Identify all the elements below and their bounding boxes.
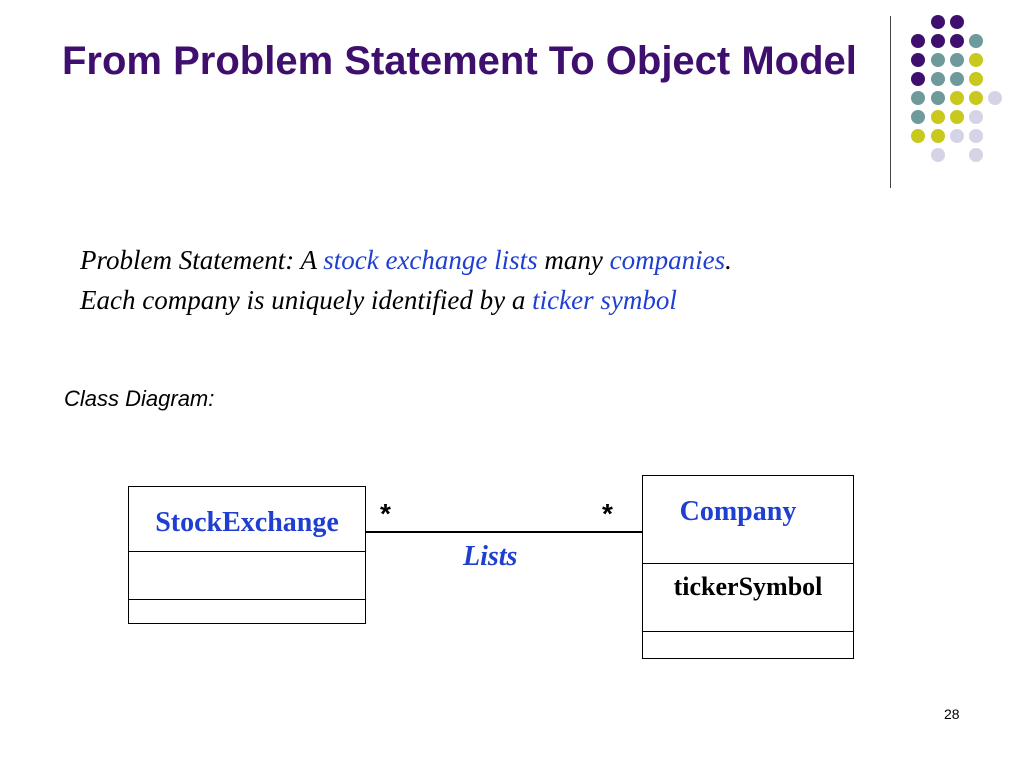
statement-period: .	[725, 245, 732, 275]
highlight-stock-exchange-lists: stock exchange lists	[323, 245, 538, 275]
problem-statement: Problem Statement: A stock exchange list…	[80, 240, 960, 320]
decorative-dot	[950, 91, 964, 105]
title-divider-line	[890, 16, 891, 188]
company-attribute-ticker-symbol: tickerSymbol	[673, 572, 823, 601]
company-attribute-divider	[643, 563, 853, 564]
statement-line2-text: Each company is uniquely identified by a	[80, 285, 533, 315]
left-multiplicity: *	[380, 498, 391, 529]
association-name: Lists	[463, 541, 518, 572]
right-multiplicity: *	[602, 498, 613, 529]
decorative-dot	[969, 34, 983, 48]
decorative-dot	[950, 34, 964, 48]
statement-prefix: Problem Statement: A	[80, 245, 324, 275]
decorative-dot	[911, 53, 925, 67]
decorative-dot	[911, 34, 925, 48]
decorative-dot	[931, 148, 945, 162]
class-diagram-label: Class Diagram:	[64, 386, 215, 411]
statement-line-2: Each company is uniquely identified by a…	[80, 280, 960, 320]
stock-exchange-attribute-divider	[129, 551, 365, 552]
decorative-dot	[911, 110, 925, 124]
decorative-dot	[931, 110, 945, 124]
statement-many: many	[537, 245, 610, 275]
decorative-dot	[950, 15, 964, 29]
decorative-dot	[950, 72, 964, 86]
class-name-company: Company	[679, 496, 797, 527]
decorative-dot	[969, 110, 983, 124]
company-operation-divider	[643, 631, 853, 632]
decorative-dot	[969, 72, 983, 86]
highlight-ticker-symbol: ticker symbol	[532, 285, 677, 315]
class-box-company: Company tickerSymbol	[642, 475, 854, 659]
decorative-dot	[988, 91, 1002, 105]
slide-title: From Problem Statement To Object Model	[62, 39, 857, 83]
decorative-dot	[950, 129, 964, 143]
statement-line-1: Problem Statement: A stock exchange list…	[80, 240, 960, 280]
association-line	[366, 531, 642, 533]
decorative-dot	[931, 129, 945, 143]
decorative-dot	[969, 129, 983, 143]
decorative-dot	[931, 53, 945, 67]
decorative-dot	[931, 91, 945, 105]
decorative-dot	[931, 72, 945, 86]
decorative-dot	[911, 72, 925, 86]
decorative-dot	[931, 15, 945, 29]
highlight-companies: companies	[609, 245, 726, 275]
decorative-dot	[969, 53, 983, 67]
decorative-dot	[969, 148, 983, 162]
class-box-stock-exchange: StockExchange	[128, 486, 366, 624]
decorative-dot-grid	[911, 15, 1002, 162]
decorative-dot	[931, 34, 945, 48]
decorative-dot	[911, 129, 925, 143]
decorative-dot	[911, 91, 925, 105]
decorative-dot	[969, 91, 983, 105]
stock-exchange-operation-divider	[129, 599, 365, 600]
page-number: 28	[944, 706, 960, 722]
class-name-stock-exchange: StockExchange	[155, 507, 339, 538]
decorative-dot	[950, 110, 964, 124]
decorative-dot	[950, 53, 964, 67]
